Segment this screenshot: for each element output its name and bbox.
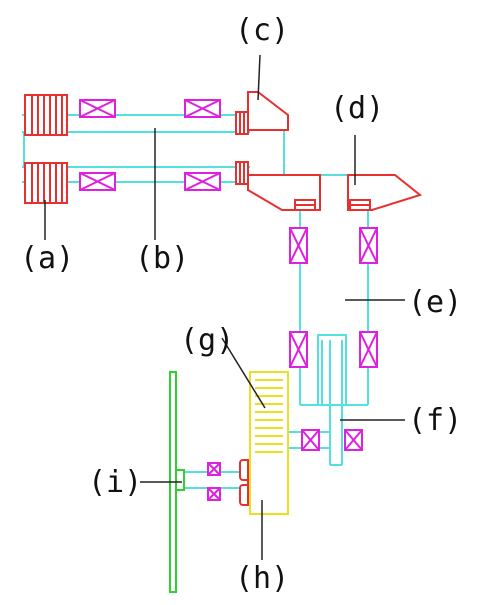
bearing-f-right bbox=[344, 429, 363, 451]
bearing-f-left bbox=[301, 429, 320, 451]
gear-d bbox=[347, 174, 423, 211]
bearing-i-bottom bbox=[207, 487, 221, 501]
bevel-gears bbox=[235, 91, 423, 211]
gear-c-lower-hub bbox=[235, 161, 249, 185]
bearing-vertical-upper-right bbox=[359, 227, 378, 264]
bearing-vertical-lower-right bbox=[359, 331, 378, 368]
inner-slider-f bbox=[317, 334, 347, 406]
leader-lines bbox=[44, 54, 405, 560]
label-g: (g) bbox=[180, 323, 234, 358]
label-d: (d) bbox=[330, 91, 384, 126]
bearings bbox=[79, 99, 378, 501]
gear-c bbox=[235, 91, 289, 135]
bearing-top-left bbox=[79, 99, 116, 118]
label-f: (f) bbox=[408, 403, 462, 438]
bearing-vertical-upper-left bbox=[289, 227, 308, 264]
labels: (a) (b) (c) (d) (e) (f) (g) (h) (i) bbox=[20, 13, 462, 596]
gear-a-top bbox=[24, 94, 68, 136]
gear-a bbox=[24, 94, 68, 204]
bevel-gear-left bbox=[247, 174, 321, 211]
label-c: (c) bbox=[235, 13, 289, 48]
label-h: (h) bbox=[235, 561, 289, 596]
bearing-bottom-left bbox=[79, 172, 116, 191]
bearing-i-top bbox=[207, 462, 221, 476]
label-a: (a) bbox=[20, 241, 74, 276]
label-i: (i) bbox=[88, 465, 142, 500]
bearing-vertical-lower-left bbox=[289, 331, 308, 368]
rack-g bbox=[249, 371, 289, 515]
bearing-bottom-right bbox=[184, 172, 221, 191]
leader-c bbox=[257, 54, 261, 101]
bearing-top-right bbox=[184, 99, 221, 118]
label-b: (b) bbox=[135, 241, 189, 276]
label-e: (e) bbox=[408, 285, 462, 320]
gear-a-bottom bbox=[24, 162, 68, 204]
leader-g bbox=[221, 337, 266, 409]
